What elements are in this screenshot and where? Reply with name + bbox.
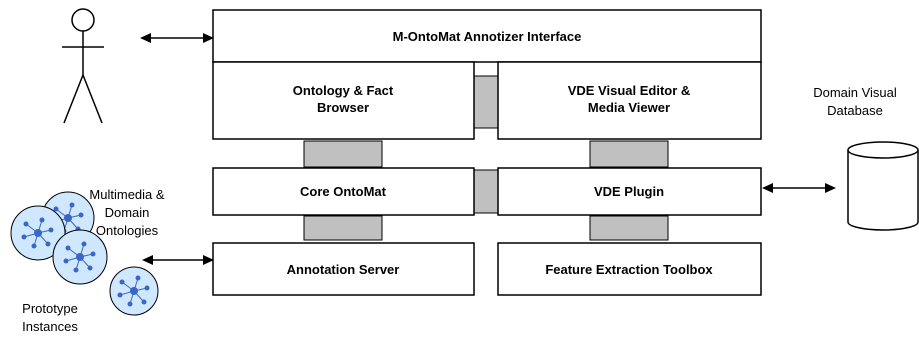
user-stick-figure-icon bbox=[62, 8, 104, 124]
vde-editor-box: VDE Visual Editor & Media Viewer bbox=[497, 61, 762, 140]
ontology-graph-icon bbox=[10, 205, 66, 261]
ontologies-server-arrow bbox=[142, 255, 214, 265]
core-box-label: Core OntoMat bbox=[300, 184, 387, 199]
plugin-database-arrow bbox=[762, 183, 836, 193]
connector-editor-plugin bbox=[589, 140, 669, 168]
browser-box-label-line2: Browser bbox=[317, 100, 369, 115]
annotation-server-box-label: Annotation Server bbox=[287, 262, 400, 277]
connector-plugin-toolbox bbox=[589, 215, 669, 241]
vde-plugin-box-label: VDE Plugin bbox=[594, 184, 664, 199]
ontology-graph-icon bbox=[52, 229, 108, 285]
connector-core-server bbox=[303, 215, 383, 241]
interface-box-label: M-OntoMat Annotizer Interface bbox=[393, 29, 582, 44]
connector-center-top bbox=[473, 75, 499, 129]
ontology-icons bbox=[10, 191, 159, 316]
connector-center-middle bbox=[473, 169, 499, 214]
connector-browser-core bbox=[303, 140, 383, 168]
ontologies-label-line3: Ontologies bbox=[96, 223, 159, 238]
instances-label-line1: Prototype bbox=[22, 301, 78, 316]
ontology-graph-icon bbox=[109, 266, 159, 316]
feature-toolbox-box: Feature Extraction Toolbox bbox=[497, 242, 762, 296]
vde-plugin-box: VDE Plugin bbox=[497, 167, 762, 216]
ontologies-label-line2: Domain bbox=[105, 205, 150, 220]
browser-box-label-line1: Ontology & Fact bbox=[293, 83, 394, 98]
vde-editor-box-label-line1: VDE Visual Editor & bbox=[568, 83, 691, 98]
ontologies-label-line1: Multimedia & bbox=[89, 187, 164, 202]
interface-box: M-OntoMat Annotizer Interface bbox=[212, 9, 762, 63]
vde-editor-box-label-line2: Media Viewer bbox=[588, 100, 670, 115]
browser-box: Ontology & Fact Browser bbox=[212, 61, 475, 140]
database-cylinder-icon bbox=[847, 141, 919, 231]
user-interface-arrow bbox=[140, 33, 214, 43]
annotation-server-box: Annotation Server bbox=[212, 242, 475, 296]
core-box: Core OntoMat bbox=[212, 167, 475, 216]
instances-label-line2: Instances bbox=[22, 319, 78, 334]
database-label-line1: Domain Visual bbox=[813, 85, 897, 100]
database-label-line2: Database bbox=[827, 103, 883, 118]
feature-toolbox-box-label: Feature Extraction Toolbox bbox=[545, 262, 713, 277]
